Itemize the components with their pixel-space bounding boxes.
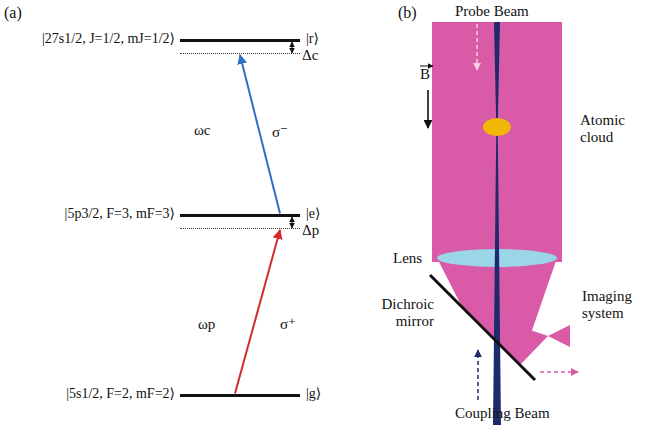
state-ket: |g⟩	[306, 385, 321, 402]
energy-level: |27s1/2, J=1/2, mJ=1/2⟩ |r⟩	[0, 30, 340, 55]
dichroic-mirror	[430, 275, 535, 380]
text-label: (b)	[398, 4, 417, 21]
transition-arrow	[235, 230, 280, 394]
level-line	[180, 214, 300, 217]
probe-direction-arrow	[476, 24, 478, 70]
level-line	[180, 394, 300, 397]
text-label: Coupling Beam	[455, 405, 550, 422]
detuned-level	[180, 228, 300, 229]
state-ket: |r⟩	[306, 30, 319, 47]
reflected-beam	[462, 307, 548, 365]
coupling-beam	[493, 22, 501, 425]
reflected-beam	[548, 325, 570, 347]
text-label: Imaging system	[582, 288, 656, 322]
state-ket: |e⟩	[306, 205, 320, 222]
text-label: ωc	[194, 122, 211, 139]
energy-level: |5p3/2, F=3, mF=3⟩ |e⟩	[0, 205, 340, 230]
text-label: Probe Beam	[455, 3, 529, 20]
text-label: ωp	[198, 316, 215, 333]
atomic-cloud	[483, 118, 511, 136]
imaging-direction-arrow	[540, 371, 578, 373]
text-label: σ⁺	[280, 316, 296, 333]
text-label: B	[420, 66, 430, 83]
detuned-level	[180, 53, 300, 54]
text-label: Atomic cloud	[580, 112, 652, 146]
energy-level: |5s1/2, F=2, mF=2⟩ |g⟩	[0, 385, 340, 403]
state-label: |5s1/2, F=2, mF=2⟩	[66, 385, 175, 402]
detuning-arrow	[291, 217, 292, 228]
text-label: (a)	[4, 4, 22, 21]
text-label: Δp	[302, 222, 319, 239]
text-label: Lens	[393, 250, 422, 267]
coupling-direction-arrow	[477, 350, 479, 400]
field-arrow	[427, 90, 429, 128]
state-label: |5p3/2, F=3, mF=3⟩	[65, 205, 175, 222]
detuning-arrow	[291, 42, 292, 53]
text-label: Δc	[302, 47, 318, 64]
text-label: Dichroic mirror	[372, 296, 434, 330]
state-label: |27s1/2, J=1/2, mJ=1/2⟩	[42, 30, 175, 47]
text-label: σ⁻	[272, 124, 288, 141]
level-line	[180, 39, 300, 42]
